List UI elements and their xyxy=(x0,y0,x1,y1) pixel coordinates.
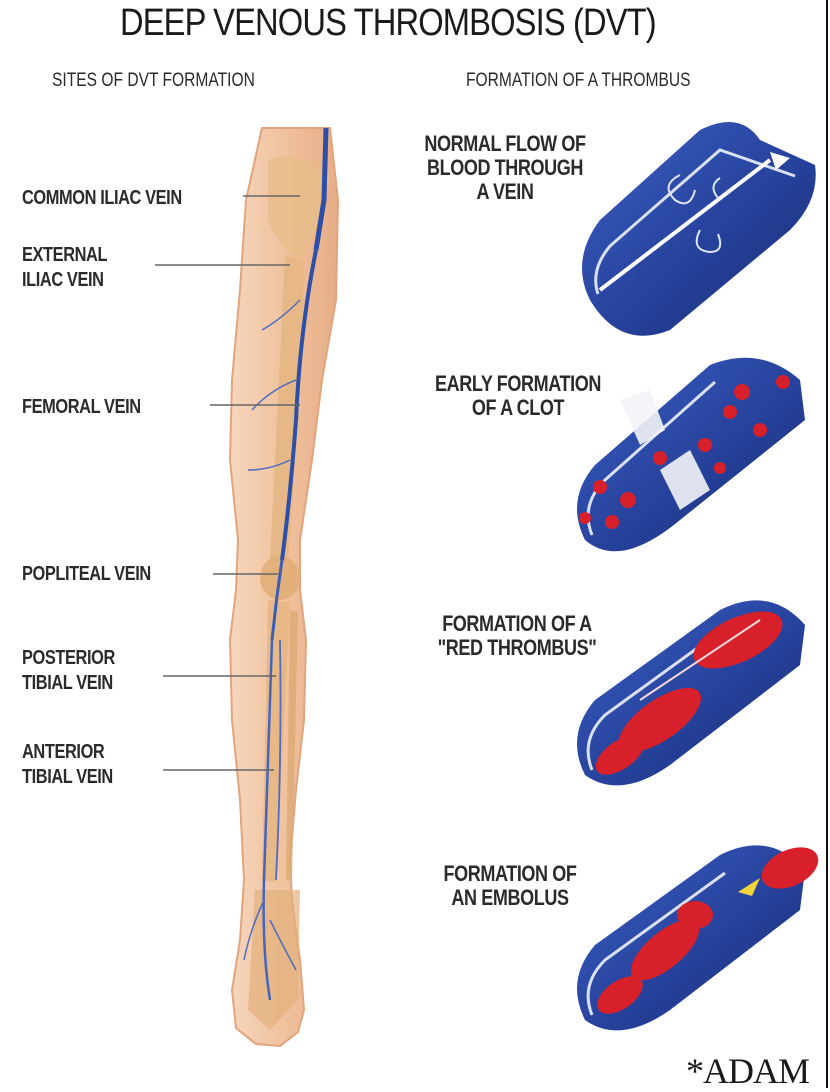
label-femoral-vein: FEMORAL VEIN xyxy=(22,395,141,420)
red-cell xyxy=(776,375,790,389)
red-cell xyxy=(734,384,750,400)
label-posterior-tibial-vein: POSTERIOR TIBIAL VEIN xyxy=(22,646,115,696)
label-common-iliac-vein: COMMON ILIAC VEIN xyxy=(22,186,182,211)
label-popliteal-vein: POPLITEAL VEIN xyxy=(22,562,151,587)
stage-label-normal-flow: NORMAL FLOW OF BLOOD THROUGH A VEIN xyxy=(411,132,600,204)
stage-label-embolus: FORMATION OF AN EMBOLUS xyxy=(428,862,592,910)
red-cell xyxy=(593,480,607,494)
stage-label-early-clot: EARLY FORMATION OF A CLOT xyxy=(420,372,617,420)
red-cell xyxy=(698,438,712,452)
thrombus-mass xyxy=(677,901,713,929)
red-cell xyxy=(620,492,636,508)
vessel-embolus xyxy=(577,839,825,1030)
stage-label-red-thrombus: FORMATION OF A "RED THROMBUS" xyxy=(423,612,612,660)
label-anterior-tibial-vein: ANTERIOR TIBIAL VEIN xyxy=(22,740,113,790)
right-edge-border xyxy=(826,0,828,1088)
red-cell xyxy=(605,515,619,529)
red-cell xyxy=(579,512,591,524)
red-cell xyxy=(723,405,737,419)
red-cell xyxy=(653,451,667,465)
label-external-iliac-vein: EXTERNAL ILIAC VEIN xyxy=(22,243,107,293)
red-cell xyxy=(753,423,767,437)
vessel-normal-flow xyxy=(582,122,816,336)
adam-logo: *ADAM xyxy=(686,1050,809,1092)
red-cell xyxy=(714,462,726,474)
